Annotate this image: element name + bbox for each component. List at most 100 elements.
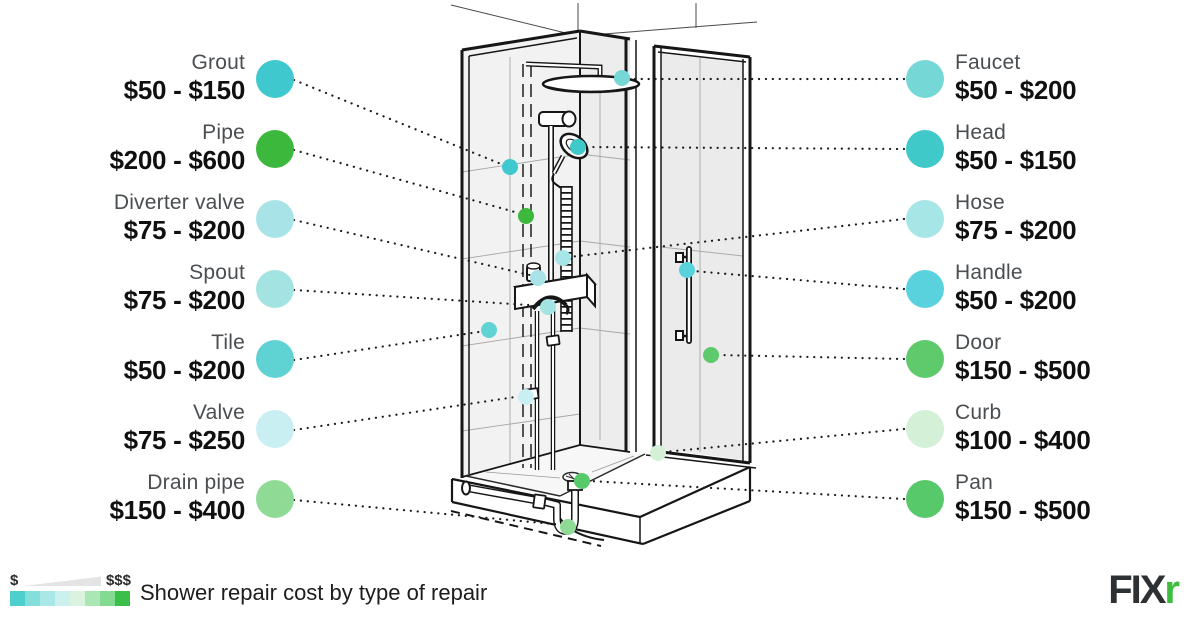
legend-item-grout: Grout $50 - $150 [0,38,294,120]
pan-floor [466,446,645,496]
leader-handle [691,269,906,291]
legend-circle [906,60,944,98]
item-price: $50 - $200 [955,285,1077,316]
leader-door [715,353,906,361]
item-label: Diverter valve [113,191,245,215]
dot-pan [574,473,590,489]
item-price: $75 - $200 [123,215,246,246]
leader-diverter-valve [292,218,536,278]
item-price: $75 - $200 [123,285,246,316]
room-corner-lines [450,3,758,37]
scale-swatch [10,591,25,606]
item-label: Drain pipe [147,471,245,495]
leader-pan [588,479,906,501]
legend-circle [256,410,294,448]
leader-head [584,145,906,151]
dot-head [570,139,586,155]
back-wall-strip [580,32,630,452]
dot-spout [540,299,556,315]
logo-text: FIX [1108,568,1166,612]
scale-wedge [23,576,101,586]
scale-high-label: $$$ [105,572,131,589]
legend-item-handle: Handle $50 - $200 [906,248,1200,330]
item-price: $50 - $150 [123,75,246,106]
legend-item-tile: Tile $50 - $200 [0,318,294,400]
item-price: $100 - $400 [955,425,1091,456]
legend-item-diverter-valve: Diverter valve $75 - $200 [0,178,294,260]
leader-lines [292,77,906,527]
legend-item-head: Head $50 - $150 [906,108,1200,190]
scale-swatch [40,591,55,606]
item-label: Faucet [955,51,1021,75]
legend-circle [906,410,944,448]
legend-item-drain-pipe: Drain pipe $150 - $400 [0,458,294,540]
legend-circle [256,130,294,168]
leader-hose [567,217,906,259]
item-label: Pan [955,471,993,495]
fixr-logo: FIX r [1108,568,1180,612]
door-glass [661,53,743,460]
legend-circle [906,270,944,308]
item-price: $150 - $500 [955,355,1091,386]
scale-swatch [85,591,100,606]
legend-item-pipe: Pipe $200 - $600 [0,108,294,190]
legend-circle [906,340,944,378]
legend-item-curb: Curb $100 - $400 [906,388,1200,470]
item-price: $150 - $500 [955,495,1091,526]
item-label: Hose [955,191,1005,215]
leader-curb [662,427,906,454]
dot-valve [518,389,534,405]
cost-scale-legend: $ $$$ [10,566,131,606]
leader-spout [292,288,546,308]
item-price: $200 - $600 [109,145,246,176]
item-price: $50 - $200 [123,355,246,386]
dot-door [703,347,719,363]
dot-handle [679,262,695,278]
dot-tile [481,322,497,338]
dot-curb [650,445,666,461]
chart-title: Shower repair cost by type of repair [140,580,488,605]
leader-pipe [292,148,524,216]
item-label: Valve [193,401,245,425]
item-price: $75 - $200 [955,215,1077,246]
dot-hose [555,250,571,266]
dot-faucet [614,70,630,86]
legend-item-pan: Pan $150 - $500 [906,458,1200,540]
legend-circle [256,60,294,98]
legend-circle [256,480,294,518]
legend-item-valve: Valve $75 - $250 [0,388,294,470]
logo-accent: r [1164,568,1180,612]
legend-item-hose: Hose $75 - $200 [906,178,1200,260]
item-price: $75 - $250 [123,425,246,456]
legend-circle [906,130,944,168]
scale-swatch [25,591,40,606]
dot-pipe [518,208,534,224]
dot-grout [502,159,518,175]
legend-item-faucet: Faucet $50 - $200 [906,38,1200,120]
item-label: Tile [211,331,245,355]
scale-swatch [70,591,85,606]
scale-swatch [55,591,70,606]
item-price: $150 - $400 [109,495,246,526]
mixer-assembly [513,262,597,470]
item-label: Door [955,331,1002,355]
legend-circle [256,270,294,308]
item-label: Curb [955,401,1002,425]
marker-dots [481,70,719,535]
legend-circle [906,200,944,238]
base-front-right [640,467,750,544]
legend-circle [256,200,294,238]
enclosure-frame [460,29,757,478]
item-price: $50 - $200 [955,75,1077,106]
slide-bar [538,110,577,296]
item-label: Pipe [202,121,245,145]
item-label: Handle [955,261,1023,285]
item-label: Spout [189,261,245,285]
scale-swatches [10,591,131,606]
item-price: $50 - $150 [955,145,1077,176]
dot-diverter-valve [530,270,546,286]
legend-item-spout: Spout $75 - $200 [0,248,294,330]
leader-valve [292,394,524,432]
